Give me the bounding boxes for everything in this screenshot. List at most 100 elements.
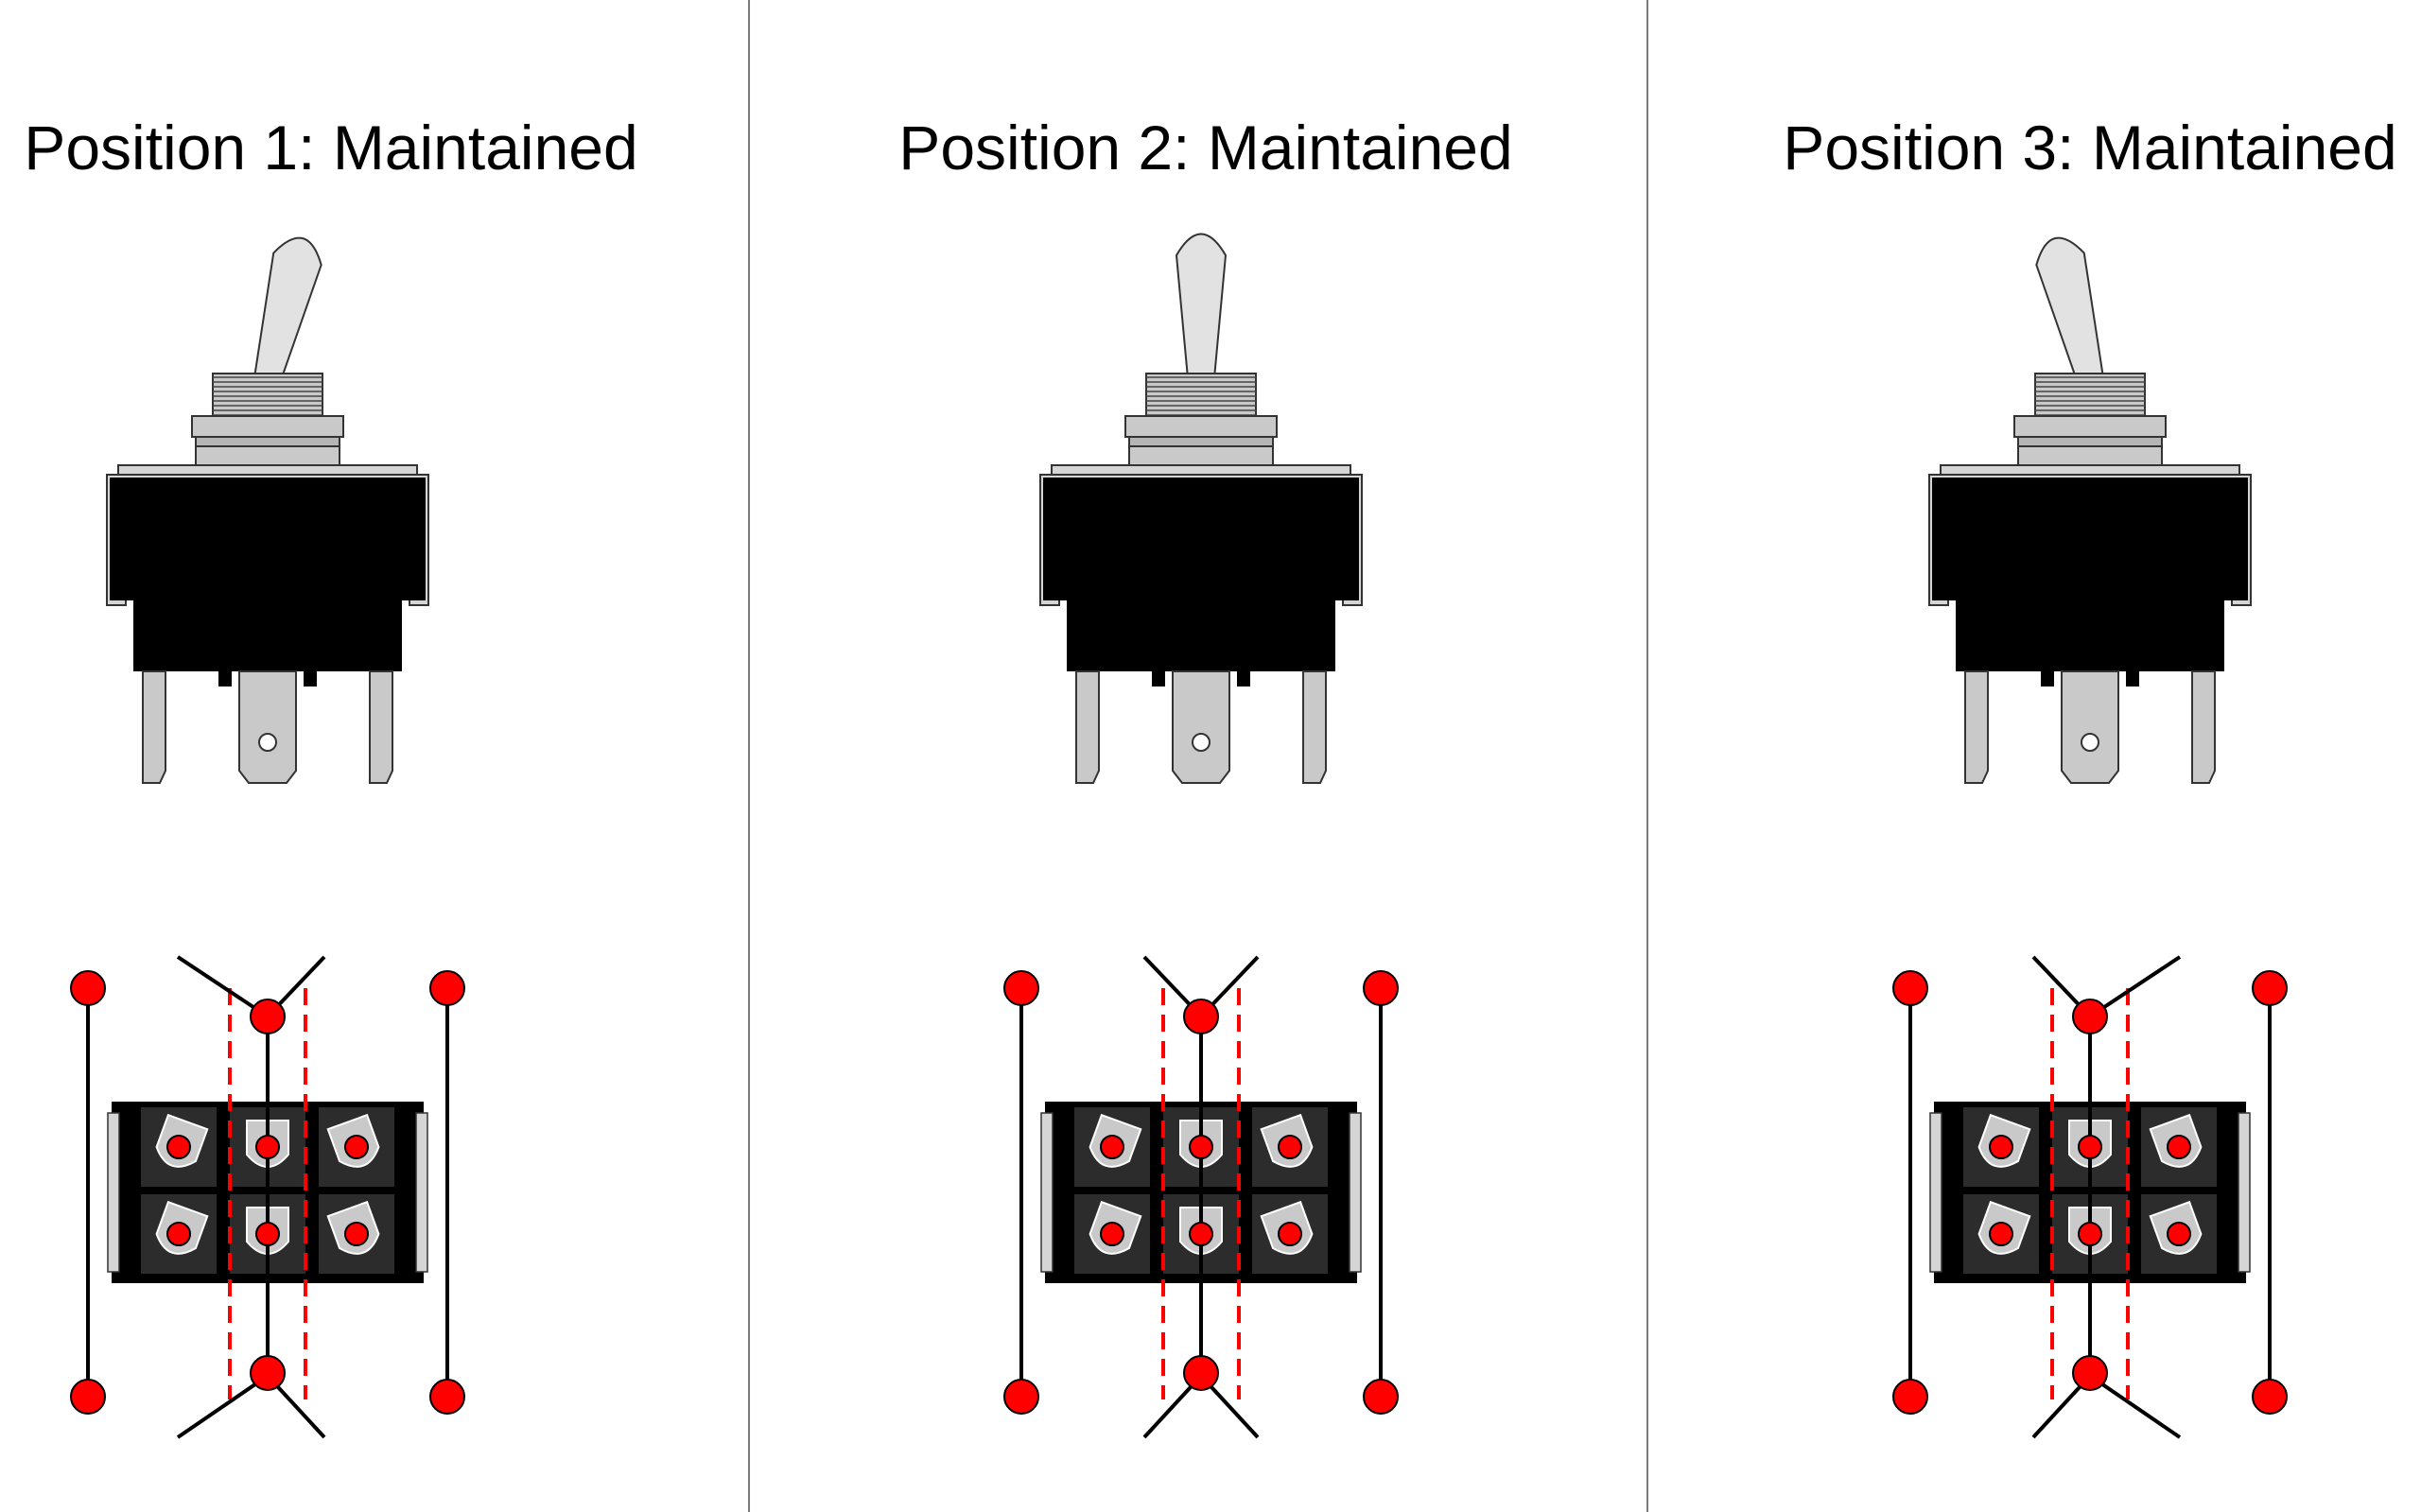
terminal-dot-small	[2167, 1222, 2191, 1246]
terminal-dot-small	[1189, 1135, 1213, 1159]
terminal-dot-small	[255, 1135, 280, 1159]
lever-handle	[1175, 233, 1228, 379]
center-terminal	[1172, 670, 1230, 784]
terminal-dot	[1003, 970, 1039, 1006]
body-post	[1152, 671, 1165, 686]
block-bracket	[415, 1112, 428, 1273]
panel-title-1: Position 1: Maintained	[24, 113, 638, 182]
terminal-dot-small	[2167, 1135, 2191, 1159]
switch-lever	[253, 236, 322, 383]
panel-divider-2	[1646, 0, 1648, 1512]
terminal-dot	[2252, 970, 2288, 1006]
mounting-plate	[1051, 464, 1351, 476]
block-bracket	[1349, 1112, 1362, 1273]
block-bracket	[1040, 1112, 1054, 1273]
body-post	[218, 671, 232, 686]
terminal-dot	[2252, 1379, 2288, 1415]
lever-handle	[253, 236, 322, 383]
terminal-dot-small	[1189, 1222, 1213, 1246]
side-terminal	[142, 670, 166, 784]
blade-arm-bottom	[2031, 1373, 2182, 1439]
terminal-dot	[429, 970, 465, 1006]
panel-title-2: Position 2: Maintained	[898, 113, 1513, 182]
body-post	[1237, 671, 1250, 686]
terminal-hole	[2081, 733, 2099, 752]
terminal-dot	[1363, 970, 1399, 1006]
terminal-dot-small	[2078, 1222, 2102, 1246]
hex-nut	[1124, 415, 1278, 438]
terminal-dot	[1363, 1379, 1399, 1415]
terminal-dot	[2072, 999, 2108, 1034]
toggle-switch-3	[1892, 236, 2288, 1439]
lock-washer	[2017, 436, 2163, 447]
side-terminal	[1302, 670, 1327, 784]
block-bracket	[1929, 1112, 1942, 1273]
blade-arm-top	[176, 955, 326, 1019]
terminal-dot	[1003, 1379, 1039, 1415]
switch-body	[1043, 478, 1359, 671]
lever-handle	[2035, 236, 2104, 383]
toggle-switch-1	[70, 236, 465, 1439]
terminal-hole	[258, 733, 277, 752]
hex-nut	[2013, 415, 2167, 438]
terminal-dot-small	[2078, 1135, 2102, 1159]
switch-lever	[1175, 233, 1228, 379]
terminal-dot	[250, 999, 286, 1034]
terminal-schematic	[1003, 955, 1399, 1439]
terminal-dot	[70, 1379, 106, 1415]
hex-nut	[191, 415, 344, 438]
lock-washer	[195, 436, 340, 447]
center-terminal	[2061, 670, 2119, 784]
side-terminal	[1075, 670, 1100, 784]
blade-arm-bottom	[176, 1373, 326, 1439]
terminal-dot-small	[166, 1135, 191, 1159]
terminal-dot-small	[344, 1135, 369, 1159]
switch-body	[1932, 478, 2248, 671]
side-terminal	[369, 670, 393, 784]
threaded-bushing	[2034, 373, 2146, 417]
block-bracket	[107, 1112, 120, 1273]
threaded-bushing	[1145, 373, 1257, 417]
blade-arm-top	[2031, 955, 2182, 1019]
switch-lever	[2035, 236, 2104, 383]
terminal-dot-small	[1100, 1135, 1124, 1159]
terminal-dot-small	[1989, 1222, 2013, 1246]
terminal-dot	[1183, 999, 1219, 1034]
switch-body	[110, 478, 426, 671]
body-post	[2126, 671, 2139, 686]
terminal-dot	[1892, 970, 1928, 1006]
mount-nut	[1128, 445, 1274, 466]
terminal-dot-small	[166, 1222, 191, 1246]
terminal-dot-small	[1278, 1135, 1302, 1159]
body-post	[304, 671, 317, 686]
toggle-switch-2	[1003, 233, 1399, 1439]
panel-title-3: Position 3: Maintained	[1783, 113, 2397, 182]
block-bracket	[2238, 1112, 2251, 1273]
terminal-dot-small	[1278, 1222, 1302, 1246]
mounting-plate	[1940, 464, 2240, 476]
terminal-dot	[2072, 1355, 2108, 1391]
mounting-plate	[117, 464, 418, 476]
terminal-dot	[429, 1379, 465, 1415]
lock-washer	[1128, 436, 1274, 447]
terminal-dot	[1183, 1355, 1219, 1391]
terminal-dot-small	[1100, 1222, 1124, 1246]
terminal-dot-small	[344, 1222, 369, 1246]
mount-nut	[195, 445, 340, 466]
side-terminal	[2191, 670, 2216, 784]
body-post	[2041, 671, 2054, 686]
terminal-schematic	[1892, 955, 2288, 1439]
terminal-dot	[250, 1355, 286, 1391]
center-terminal	[238, 670, 297, 784]
terminal-schematic	[70, 955, 465, 1439]
terminal-dot-small	[255, 1222, 280, 1246]
side-terminal	[1964, 670, 1989, 784]
panel-divider-1	[748, 0, 750, 1512]
terminal-dot	[70, 970, 106, 1006]
terminal-dot	[1892, 1379, 1928, 1415]
terminal-hole	[1192, 733, 1210, 752]
terminal-dot-small	[1989, 1135, 2013, 1159]
mount-nut	[2017, 445, 2163, 466]
